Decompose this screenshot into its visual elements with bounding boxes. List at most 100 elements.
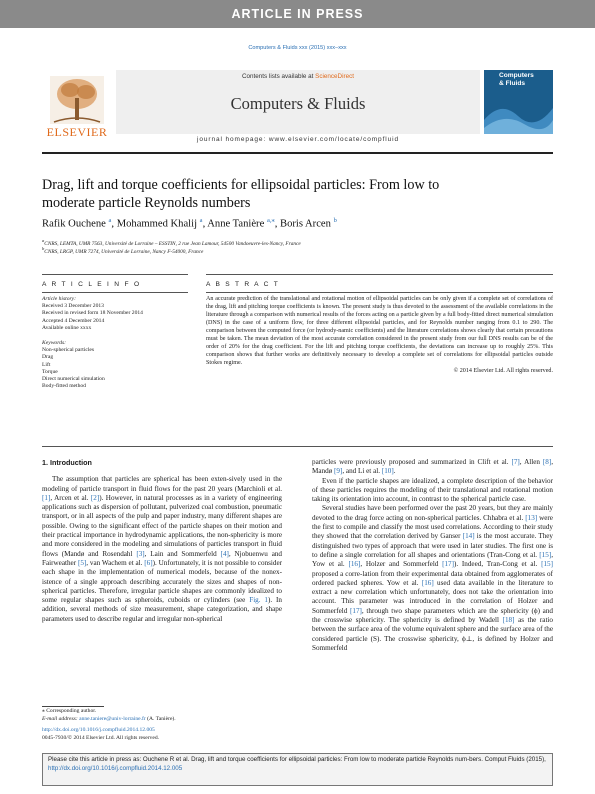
journal-cover-image	[484, 90, 553, 134]
paragraph-text: , Lain and Sommerfeld	[144, 549, 221, 558]
affiliation-mark: a	[42, 238, 45, 243]
citation-doi-link[interactable]: http://dx.doi.org/10.1016/j.compfluid.20…	[48, 764, 183, 772]
paragraph-text: , and Li et al.	[342, 467, 382, 476]
footnote: ⁎ Corresponding author. E-mail address: …	[42, 707, 282, 742]
intro-paragraph: Even if the particle shapes are idealize…	[312, 476, 553, 504]
journal-reference[interactable]: Computers & Fluids xxx (2015) xxx–xxx	[248, 45, 347, 51]
citation-link[interactable]: [15]	[541, 560, 553, 569]
intro-paragraph: particles were previously proposed and s…	[312, 458, 553, 477]
keyword: Non-spherical particles	[42, 347, 95, 354]
paragraph-text: as the ratio between the surface area of…	[312, 616, 553, 652]
publisher-name: ELSEVIER	[46, 125, 108, 139]
keyword: Torque	[42, 368, 58, 375]
body-column-left: 1. Introduction The assumption that part…	[42, 458, 282, 624]
citation-link[interactable]: [10]	[381, 467, 394, 476]
paragraph-text: proposed a corre-lation from their exper…	[312, 569, 553, 587]
keywords-block: Keywords: Non-spherical particles Drag L…	[42, 340, 188, 390]
citation-link[interactable]: [18]	[502, 616, 515, 625]
copyright-notice: © 2014 Elsevier Ltd. All rights reserved…	[453, 367, 553, 374]
citation-link[interactable]: [7]	[511, 458, 520, 466]
author-affiliation-mark[interactable]: a,⁎	[266, 217, 275, 224]
paragraph-text: , Yow et al.	[312, 550, 553, 569]
paragraph-text: , Arcen et al.	[50, 493, 91, 502]
citation-link[interactable]: [16]	[348, 560, 361, 569]
citation-link[interactable]: [9]	[334, 467, 343, 476]
citation-link[interactable]: [8]	[542, 458, 552, 466]
author-name[interactable]: Anne Tanière	[207, 218, 265, 230]
journal-header: ELSEVIER Contents lists available at Sci…	[42, 70, 553, 150]
article-info-rule-top	[42, 274, 188, 275]
header-rule	[42, 152, 553, 154]
article-title: Drag, lift and torque coefficients for e…	[42, 176, 502, 212]
keyword: Lift	[42, 361, 51, 368]
paragraph-text: ). Indeed, Tran-Cong et al.	[454, 560, 542, 569]
contents-prefix: Contents lists available at	[241, 73, 316, 80]
email-link[interactable]: anne.taniere@univ-lorraine.fr	[79, 716, 146, 722]
citation-link[interactable]: [16]	[421, 578, 434, 587]
history-item: Received 3 December 2013	[42, 303, 104, 310]
paragraph-text: The assumption that particles are spheri…	[42, 475, 282, 493]
abstract-rule	[206, 292, 553, 293]
affiliation-text: CNRS, LEMTA, UMR 7563, Université de Lor…	[44, 240, 301, 247]
author-name[interactable]: Mohammed Khalij	[116, 218, 198, 230]
citation-link[interactable]: [3]	[136, 549, 145, 558]
author-name[interactable]: Rafik Ouchene	[42, 218, 106, 230]
sciencedirect-link[interactable]: ScienceDirect	[315, 73, 354, 80]
history-label: Article history:	[42, 296, 77, 302]
citation-link[interactable]: [1]	[42, 493, 51, 502]
email-label: E-mail address:	[42, 716, 80, 722]
author-name[interactable]: Boris Arcen	[280, 218, 331, 230]
citation-link[interactable]: [13]	[525, 513, 538, 522]
citation-box: Please cite this article in press as: Ou…	[42, 753, 553, 786]
figure-link[interactable]: Fig. 1	[249, 596, 268, 605]
doi-link[interactable]: http://dx.doi.org/10.1016/j.compfluid.20…	[42, 727, 155, 733]
citation-link[interactable]: [6]	[144, 558, 153, 567]
homepage-link[interactable]: www.elsevier.com/locate/compfluid	[268, 136, 399, 143]
paragraph-text: , Holzer and Sommerfeld	[360, 560, 443, 569]
email-suffix: (A. Tanière).	[145, 716, 176, 722]
paragraph-text: , van Wachem et al.	[86, 558, 145, 567]
keyword: Direct numerical simulation	[42, 376, 105, 383]
cover-title-line-1: Computers	[499, 72, 534, 79]
homepage-prefix: journal homepage:	[197, 136, 269, 143]
affiliation-a: aCNRS, LEMTA, UMR 7563, Université de Lo…	[42, 238, 553, 247]
paragraph-text: , Allen	[519, 458, 543, 466]
author-affiliation-mark[interactable]: b	[333, 217, 337, 224]
email-line: E-mail address: anne.taniere@univ-lorrai…	[42, 715, 282, 723]
section-heading-introduction: 1. Introduction	[42, 458, 92, 467]
citation-link[interactable]: [5]	[77, 558, 87, 567]
citation-link[interactable]: [4]	[220, 549, 229, 558]
paragraph-text: is the most accurate. They distinguished…	[312, 532, 553, 559]
abstract-body: An accurate prediction of the translatio…	[206, 296, 553, 376]
paragraph-text: particles were previously proposed and s…	[312, 458, 512, 466]
citation-link[interactable]: [14]	[462, 532, 475, 541]
intro-paragraph: Several studies have been performed over…	[312, 504, 553, 653]
citation-link[interactable]: [2]	[90, 493, 100, 502]
body-column-right: particles were previously proposed and s…	[312, 458, 553, 653]
paragraph-text: ). Unfortunately, it is not possible to …	[42, 558, 282, 605]
issn-line: 0045-7930/© 2014 Elsevier Ltd. All right…	[42, 735, 160, 741]
paragraph-text: ). In addition, several methods of size …	[42, 596, 282, 623]
journal-banner-box: Contents lists available at ScienceDirec…	[116, 70, 480, 134]
history-item: Received in revised form 18 November 201…	[42, 310, 143, 317]
paragraph-text: were the first to compile and classify t…	[312, 513, 553, 541]
abstract-rule-bottom	[42, 446, 553, 447]
author-affiliation-mark[interactable]: a	[199, 217, 203, 224]
keyword: Body-fitted method	[42, 383, 86, 390]
history-item: Accepted 4 December 2014	[42, 317, 105, 324]
citation-link[interactable]: [17]	[442, 560, 455, 569]
article-info-heading: A R T I C L E I N F O	[42, 281, 141, 288]
elsevier-tree-logo	[50, 76, 104, 124]
article-title-line-1: Drag, lift and torque coefficients for e…	[42, 177, 440, 193]
affiliation-text: CNRS, LRGP, UMR 7274, Université de Lorr…	[44, 248, 204, 255]
corresponding-author: ⁎ Corresponding author.	[42, 708, 97, 714]
keywords-label: Keywords:	[42, 340, 67, 347]
citation-link[interactable]: [17]	[350, 606, 362, 615]
article-info: Article history: Received 3 December 201…	[42, 296, 188, 390]
affiliation-mark: b	[42, 246, 45, 251]
article-title-line-2: moderate particle Reynolds numbers	[42, 195, 251, 211]
author-affiliation-mark[interactable]: a	[108, 217, 112, 224]
article-in-press-banner: ARTICLE IN PRESS	[0, 0, 595, 28]
abstract-text: An accurate prediction of the translatio…	[206, 296, 553, 366]
citation-link[interactable]: [15]	[539, 550, 552, 559]
